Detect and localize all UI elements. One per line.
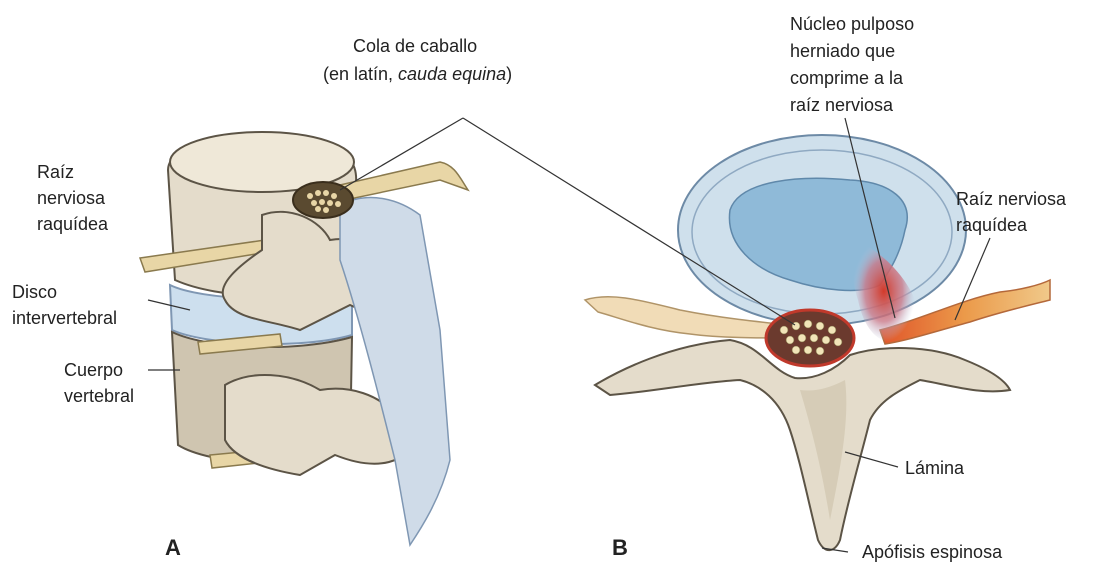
label-cuerpo-line2: vertebral [64, 386, 134, 406]
label-nucleo-line1: Núcleo pulposo [790, 14, 914, 34]
label-nucleo-line3: comprime a la [790, 68, 904, 88]
label-nucleo-line2: herniado que [790, 41, 895, 61]
ligament-strip [340, 198, 450, 545]
label-lamina: Lámina [905, 458, 965, 478]
nerve-root-a-top [340, 162, 468, 200]
label-cauda-line2: (en latín, cauda equina) [323, 64, 512, 84]
label-raiz-b-line1: Raíz nerviosa [956, 189, 1067, 209]
panel-label-a: A [165, 535, 181, 560]
panel-label-b: B [612, 535, 628, 560]
panel-a-vertebral-column [140, 132, 468, 545]
label-disco-line1: Disco [12, 282, 57, 302]
label-cauda-line1: Cola de caballo [353, 36, 477, 56]
label-cuerpo-line1: Cuerpo [64, 360, 123, 380]
label-nucleo-line4: raíz nerviosa [790, 95, 894, 115]
label-apofisis: Apófisis espinosa [862, 542, 1003, 562]
label-disco-line2: intervertebral [12, 308, 117, 328]
vertebral-arch-b [595, 340, 1010, 550]
label-raiz-a-line3: raquídea [37, 214, 109, 234]
label-raiz-a-line2: nerviosa [37, 188, 106, 208]
label-raiz-b-line2: raquídea [956, 215, 1028, 235]
label-raiz-a-line1: Raíz [37, 162, 74, 182]
